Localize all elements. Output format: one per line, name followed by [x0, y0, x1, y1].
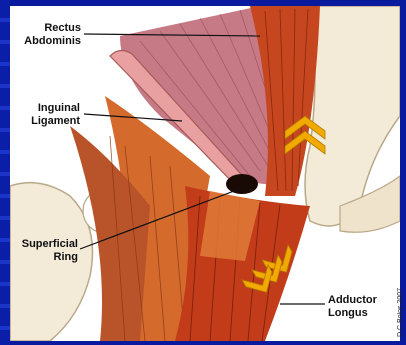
superficial-ring-opening — [226, 174, 258, 194]
label-inguinal-ligament: Inguinal Ligament — [20, 102, 80, 128]
label-adductor-longus: Adductor Longus — [328, 294, 388, 320]
artist-credit: D.C.Bolos 2007 — [397, 288, 404, 337]
label-superficial-ring: Superficial Ring — [18, 238, 78, 264]
inguinal-anatomy-illustration — [10, 6, 400, 341]
label-rectus-abdominis: Rectus Abdominis — [15, 22, 81, 48]
